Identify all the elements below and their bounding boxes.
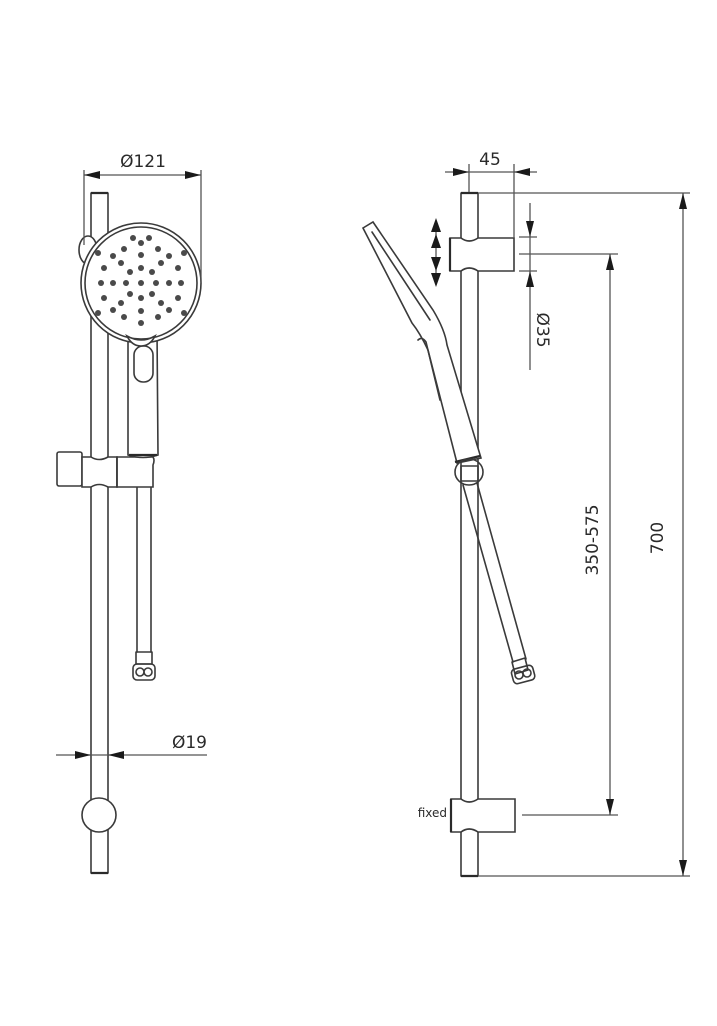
side-shower-hose [462, 482, 536, 685]
front-view: Ø121 Ø19 [56, 152, 207, 875]
shower-handle [127, 329, 159, 459]
head-diameter-label: Ø121 [120, 152, 166, 172]
rail-diameter-label: Ø19 [172, 733, 207, 753]
side-fixed-bracket: fixed [418, 798, 516, 833]
adjust-arrows-icon [431, 218, 441, 287]
dimension-bracket-offset: 45 [445, 150, 537, 238]
side-slide-rail [460, 191, 479, 878]
wall-bracket-round [81, 797, 117, 833]
dimension-rail-diameter: Ø19 [56, 733, 207, 759]
side-sliding-bracket [448, 237, 515, 272]
dimension-head-diameter: Ø121 [83, 152, 202, 283]
dimension-adjustable-range: 350-575 [519, 253, 618, 816]
dimension-total-height: 700 [478, 192, 690, 877]
spray-nozzles [95, 235, 187, 326]
bracket-diameter-label: Ø35 [532, 312, 552, 347]
side-view: fixed [361, 150, 690, 878]
adjustable-range-label: 350-575 [583, 504, 603, 575]
bracket-offset-label: 45 [479, 150, 501, 170]
fixed-bracket-label: fixed [418, 806, 447, 820]
side-handshower [361, 220, 484, 486]
total-height-label: 700 [648, 522, 668, 554]
sliding-bracket [56, 451, 155, 488]
shower-head [78, 222, 202, 347]
shower-hose [132, 485, 156, 681]
dimension-bracket-diameter: Ø35 [519, 203, 552, 370]
